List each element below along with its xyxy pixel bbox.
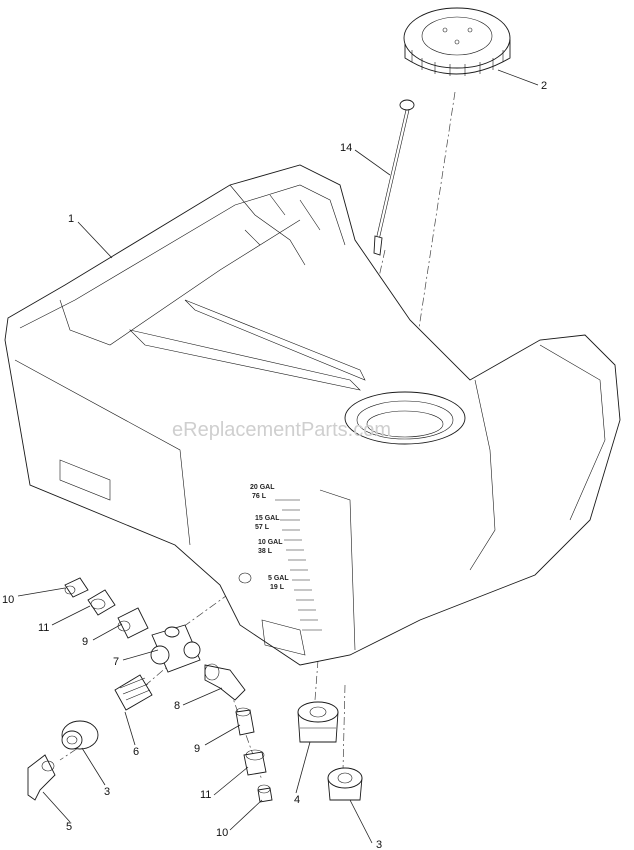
fitting-9-bottom	[235, 707, 255, 736]
tee-fitting-7	[150, 624, 201, 673]
fuel-tank: 20 GAL 76 L 15 GAL 57 L 10 GAL 38 L 5 GA…	[4, 164, 621, 666]
callout-3-left: 3	[104, 786, 110, 798]
callout-1: 1	[68, 213, 74, 225]
fitting-10-top	[64, 577, 89, 598]
gauge-20-gal: 20 GAL	[250, 484, 275, 491]
nut-11-bottom	[243, 749, 267, 776]
gauge-57-l: 57 L	[255, 524, 270, 531]
filter-6	[114, 674, 153, 711]
nut-11-top	[87, 589, 116, 616]
callout-9-top: 9	[82, 636, 88, 648]
callout-6: 6	[133, 746, 139, 758]
callout-11-top: 11	[38, 622, 49, 634]
callout-10-bottom: 10	[216, 827, 228, 839]
callout-9-bottom: 9	[194, 743, 200, 755]
fuel-cap	[403, 7, 511, 76]
callout-7: 7	[113, 656, 119, 668]
gauge-10-gal: 10 GAL	[258, 539, 283, 546]
callout-11-bottom: 11	[200, 789, 211, 801]
gauge-38-l: 38 L	[258, 548, 273, 555]
elbow-fitting-8	[204, 663, 246, 701]
callout-5: 5	[66, 821, 72, 833]
dipstick	[373, 99, 415, 256]
gauge-19-l: 19 L	[270, 584, 285, 591]
elbow-5	[27, 754, 56, 801]
callout-3-right: 3	[376, 839, 382, 850]
grommet-3-left	[61, 720, 99, 750]
fitting-10-bottom	[257, 784, 273, 803]
watermark: eReplacementParts.com	[172, 419, 391, 441]
bulkhead-fitting-4	[297, 701, 339, 743]
callout-4: 4	[294, 794, 300, 806]
gauge-5-gal: 5 GAL	[268, 575, 289, 582]
callout-14: 14	[340, 142, 352, 154]
callout-10-top: 10	[2, 594, 14, 606]
grommet-3-right	[327, 767, 363, 801]
callout-leaders	[17, 69, 539, 844]
callout-8: 8	[174, 700, 180, 712]
gauge-15-gal: 15 GAL	[255, 515, 280, 522]
fitting-9-top	[117, 607, 149, 639]
gauge-76-l: 76 L	[252, 493, 267, 500]
callout-2: 2	[541, 80, 547, 92]
